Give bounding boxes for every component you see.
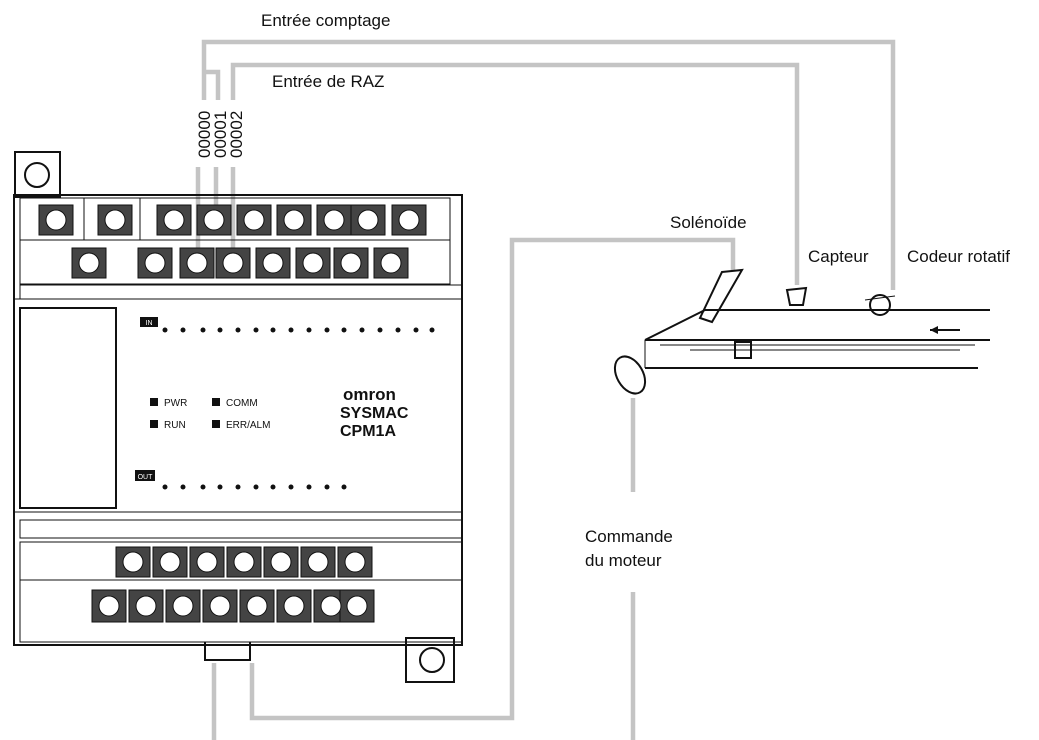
- counting-input-label: Entrée comptage: [261, 11, 390, 30]
- err-led-icon: [212, 420, 220, 428]
- sensor-icon: [785, 286, 808, 306]
- in-tag-label: IN: [146, 320, 153, 327]
- output-terminals-row2: [91, 589, 375, 623]
- comm-led-icon: [212, 398, 220, 406]
- input-terminals-row1: [38, 204, 427, 236]
- series-label: SYSMAC: [340, 405, 409, 422]
- output-terminals-row1: [115, 546, 373, 578]
- solenoid-icon: [698, 268, 744, 324]
- top-mounting-tab: [14, 151, 61, 198]
- out-tag-label: OUT: [138, 474, 154, 481]
- conveyor-top-edge: [644, 309, 990, 341]
- din-rail-clip: [204, 642, 251, 661]
- workpiece: [734, 341, 752, 359]
- output-label-strip: [19, 519, 463, 539]
- comm-label: COMM: [226, 398, 258, 409]
- out-tag: [135, 470, 155, 481]
- top-mounting-hole-icon: [24, 162, 50, 188]
- terminal-address-00001: 00001: [211, 111, 230, 158]
- brand-logo: omron: [343, 385, 396, 404]
- indicator-panel: PWR COMM RUN ERR/ALM: [150, 398, 270, 431]
- motor-command-label-line1: Commande: [585, 527, 673, 546]
- input-status-leds: [162, 327, 435, 333]
- motor-command-label-line2: du moteur: [585, 551, 662, 570]
- input-terminals-row2: [71, 247, 409, 279]
- solenoid-output-wire: [249, 237, 736, 721]
- labels: Entrée comptage Entrée de RAZ Solénoïde …: [195, 11, 1010, 570]
- rotary-encoder-icon: [869, 294, 891, 316]
- model-label: CPM1A: [340, 423, 396, 440]
- err-label: ERR/ALM: [226, 420, 270, 431]
- solenoid-label: Solénoïde: [670, 213, 747, 232]
- reset-input-label: Entrée de RAZ: [272, 72, 384, 91]
- run-led-icon: [150, 420, 158, 428]
- plc-unit: IN PWR COMM RUN ERR/ALM omron SYSMAC CPM…: [13, 151, 463, 683]
- pwr-label: PWR: [164, 398, 187, 409]
- counting-input-bridge-wire: [204, 69, 221, 100]
- in-tag: [140, 317, 158, 327]
- plc-body: [13, 194, 463, 646]
- wires: [195, 39, 896, 740]
- bottom-mounting-hole-icon: [419, 647, 445, 673]
- pwr-led-icon: [150, 398, 158, 406]
- input-terminal-block: [19, 197, 451, 285]
- rotary-encoder-label: Codeur rotatif: [907, 247, 1010, 266]
- output-status-leds: [162, 484, 347, 490]
- conveyor-machine: [613, 268, 990, 395]
- bottom-mounting-tab: [405, 637, 455, 683]
- terminal-address-00000: 00000: [195, 111, 214, 158]
- sensor-label: Capteur: [808, 247, 869, 266]
- reset-input-wire: [230, 62, 800, 285]
- input-label-strip: [19, 284, 463, 300]
- output-terminal-block: [19, 541, 463, 643]
- run-label: RUN: [164, 420, 186, 431]
- terminal-address-00002: 00002: [227, 111, 246, 158]
- motor-icon: [613, 355, 647, 395]
- expansion-cover: [19, 307, 117, 509]
